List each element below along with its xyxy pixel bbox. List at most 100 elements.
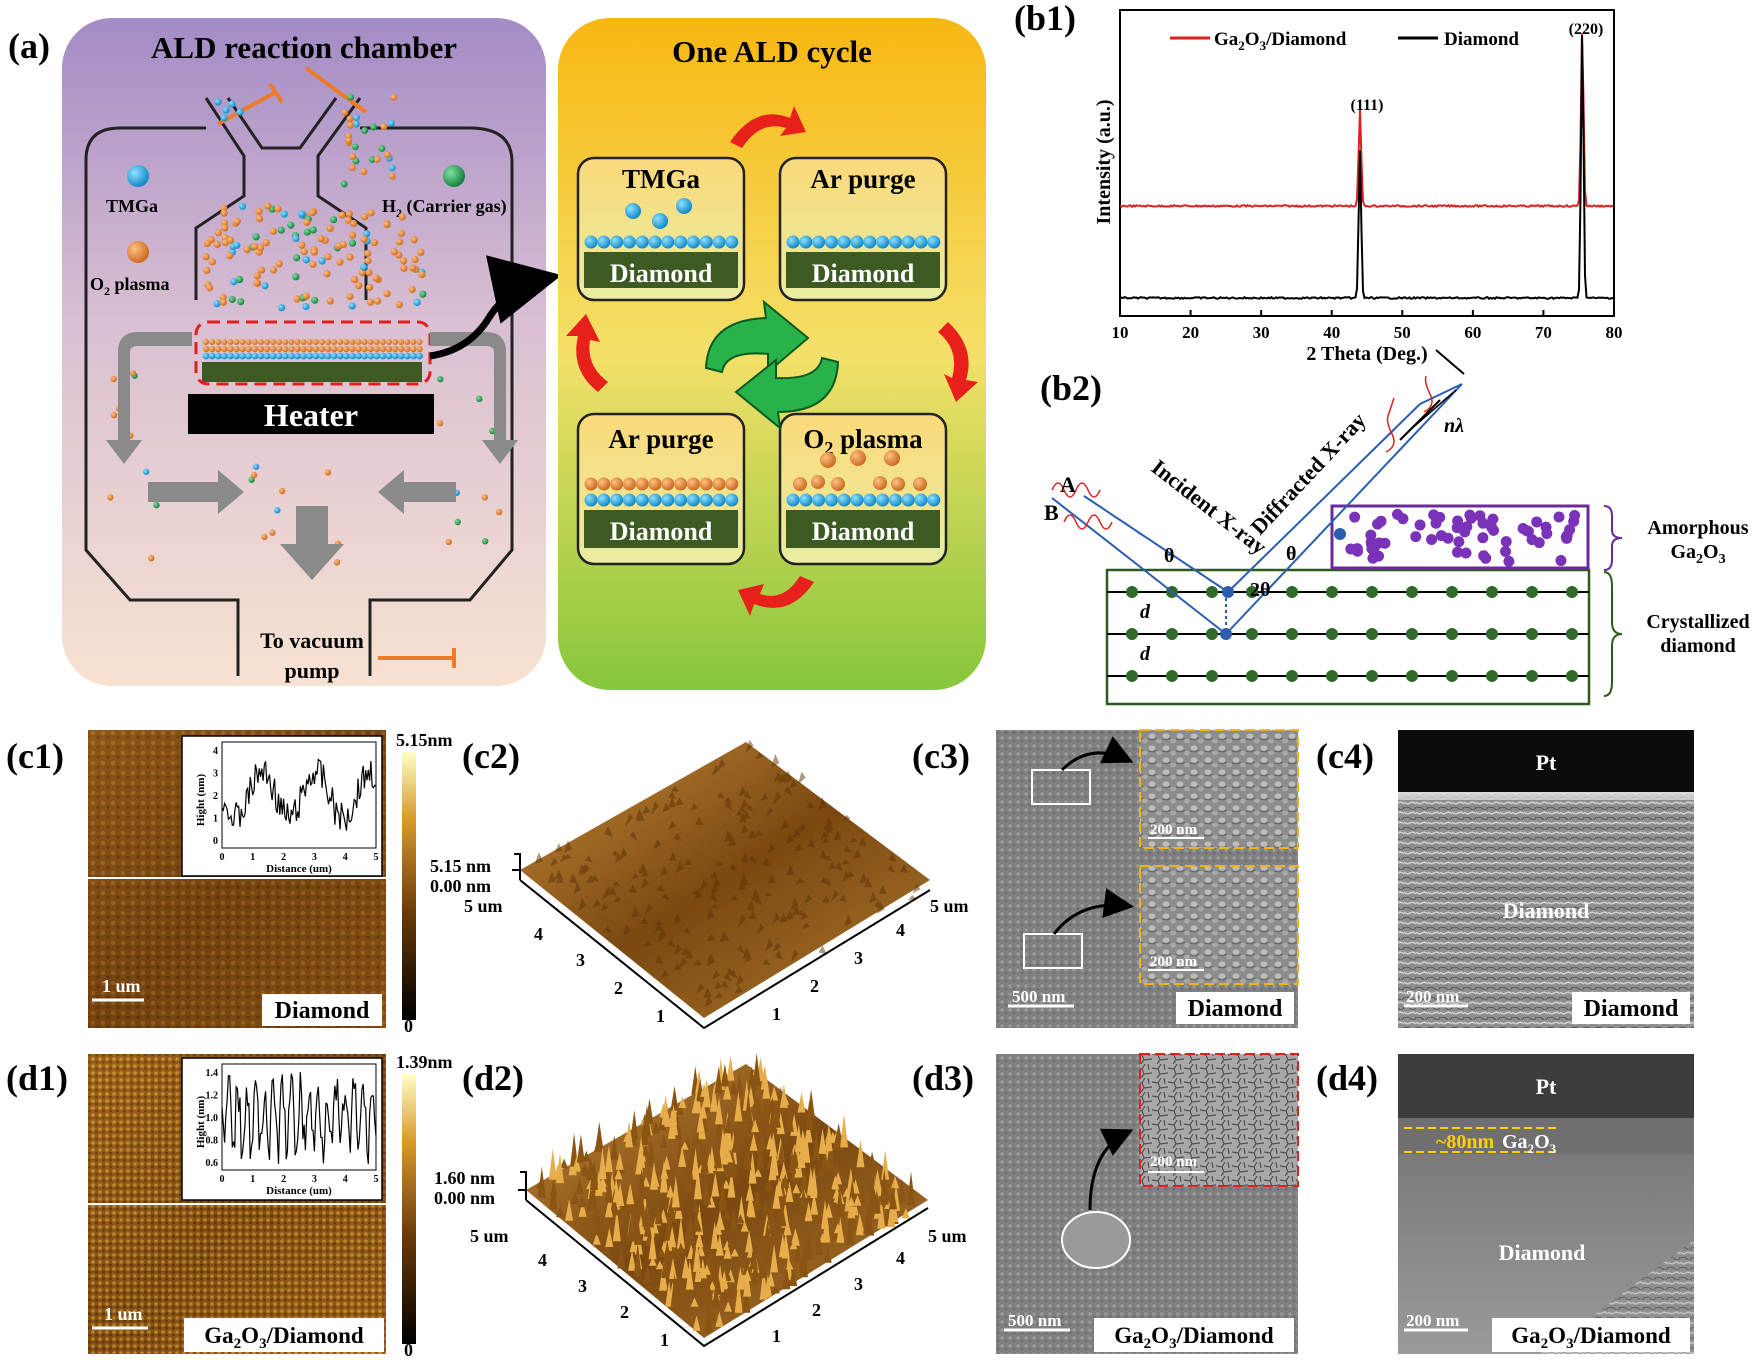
d4-pt-layer bbox=[1398, 1054, 1694, 1118]
ray-b-label: B bbox=[1044, 500, 1059, 525]
amorphous-atom bbox=[1397, 513, 1409, 525]
surface-atom bbox=[837, 235, 851, 249]
surface-peak bbox=[824, 1202, 833, 1218]
surface-peak bbox=[590, 1160, 599, 1186]
inset-xtick: 5 bbox=[374, 1174, 379, 1185]
amorphous-atom bbox=[1500, 546, 1512, 558]
vacuum-label-line1: To vacuum bbox=[260, 628, 364, 653]
amorphous-label-1: Amorphous bbox=[1647, 517, 1748, 539]
surface-peak bbox=[702, 1078, 711, 1108]
film-atom bbox=[355, 345, 362, 353]
film-atom bbox=[324, 345, 332, 353]
lattice-atom bbox=[1566, 586, 1578, 598]
film-atom bbox=[325, 339, 331, 345]
amorphous-atom bbox=[1434, 511, 1446, 523]
amorphous-atom bbox=[1426, 533, 1438, 545]
gas-particle bbox=[489, 427, 496, 435]
gas-particle bbox=[203, 266, 211, 275]
inset-xtick: 4 bbox=[343, 1174, 348, 1185]
gas-particle bbox=[346, 115, 354, 123]
surface-peak bbox=[770, 1143, 779, 1176]
surface-atom bbox=[725, 493, 739, 507]
b1-xtick-label: 80 bbox=[1606, 323, 1623, 342]
surface-peak bbox=[663, 1239, 672, 1263]
surface-atom bbox=[597, 477, 611, 491]
surface-atom bbox=[661, 493, 675, 507]
surface-atom bbox=[610, 493, 624, 507]
amorphous-atom bbox=[1555, 555, 1567, 567]
lattice-atom bbox=[1566, 628, 1578, 640]
surface-atom bbox=[850, 493, 864, 507]
panel-c3-label: (c3) bbox=[912, 736, 970, 776]
film-atom bbox=[220, 352, 228, 360]
amorphous-brace bbox=[1603, 505, 1623, 571]
gas-particle bbox=[355, 282, 363, 290]
step-tmga: TMGa Diamond bbox=[576, 156, 746, 302]
panel-b1-label: (b1) bbox=[1014, 0, 1076, 38]
b1-xtick-label: 20 bbox=[1182, 323, 1199, 342]
lattice-atom bbox=[1166, 670, 1178, 682]
gas-particle bbox=[233, 217, 241, 225]
d1-scale-label: 1 um bbox=[104, 1304, 143, 1324]
film-atom bbox=[336, 352, 344, 360]
lattice-atom bbox=[1446, 670, 1458, 682]
step-o2-plasma: O2 plasma Diamond bbox=[778, 412, 948, 566]
gas-particle bbox=[408, 285, 416, 294]
surface-peak bbox=[820, 1145, 829, 1173]
film-atom bbox=[361, 339, 368, 345]
surface-atom bbox=[635, 477, 649, 491]
lattice-atom bbox=[1206, 586, 1218, 598]
lattice-atom bbox=[1366, 670, 1378, 682]
surface-peak bbox=[657, 1247, 666, 1257]
film-atom bbox=[386, 339, 392, 345]
surface-peak bbox=[753, 1188, 762, 1211]
legend-o2: O2 plasma bbox=[90, 274, 170, 298]
gas-particle bbox=[230, 278, 238, 286]
inlet-inner-wall bbox=[226, 97, 338, 150]
lattice-atom bbox=[1566, 670, 1578, 682]
surface-peak bbox=[671, 1175, 680, 1208]
surface-peak bbox=[646, 1209, 655, 1228]
panel-b2: (b2) nλ Incident X-ray Diffracted X-ray … bbox=[1040, 349, 1750, 706]
surface-peak bbox=[710, 1084, 719, 1112]
surface-atom bbox=[812, 235, 826, 249]
gas-particle bbox=[243, 246, 251, 254]
gas-particle bbox=[219, 298, 227, 306]
surface-atom bbox=[799, 493, 813, 507]
surface-peak bbox=[696, 1109, 705, 1133]
surface-peak bbox=[901, 1208, 910, 1219]
gas-particle bbox=[253, 272, 261, 280]
surface-peak bbox=[755, 1100, 764, 1119]
lattice-atom bbox=[1286, 586, 1298, 598]
gas-particle bbox=[417, 248, 425, 256]
surface-peak bbox=[658, 1282, 667, 1291]
surface-peak bbox=[818, 1233, 827, 1243]
gas-particle bbox=[366, 298, 374, 306]
gas-particle bbox=[261, 282, 269, 290]
surface-peak bbox=[772, 1107, 781, 1128]
surface-peak bbox=[715, 1096, 723, 1125]
surface-peak bbox=[560, 1158, 569, 1169]
surface-peak bbox=[693, 1133, 702, 1145]
film-atom bbox=[367, 339, 374, 345]
surface-atom bbox=[635, 235, 649, 249]
gas-particle bbox=[436, 419, 444, 427]
surface-peak bbox=[813, 1193, 822, 1224]
surface-peak bbox=[716, 1210, 724, 1231]
surface-atom bbox=[888, 493, 902, 507]
surface-atom bbox=[661, 235, 675, 249]
surface-peak bbox=[770, 1086, 779, 1101]
film-atom bbox=[361, 345, 368, 353]
panel-d3-label: (d3) bbox=[912, 1058, 974, 1098]
gas-particle bbox=[361, 127, 369, 134]
c2-tick-right-2: 2 bbox=[810, 976, 819, 996]
surface-peak bbox=[704, 1248, 713, 1272]
d2-tick-left-1: 1 bbox=[660, 1330, 669, 1350]
amorphous-atom bbox=[1367, 552, 1379, 564]
gas-particle bbox=[454, 518, 461, 526]
gas-particle bbox=[326, 297, 334, 305]
surface-atom bbox=[863, 493, 877, 507]
surface-peak bbox=[742, 1286, 751, 1313]
surface-atom bbox=[686, 477, 700, 491]
